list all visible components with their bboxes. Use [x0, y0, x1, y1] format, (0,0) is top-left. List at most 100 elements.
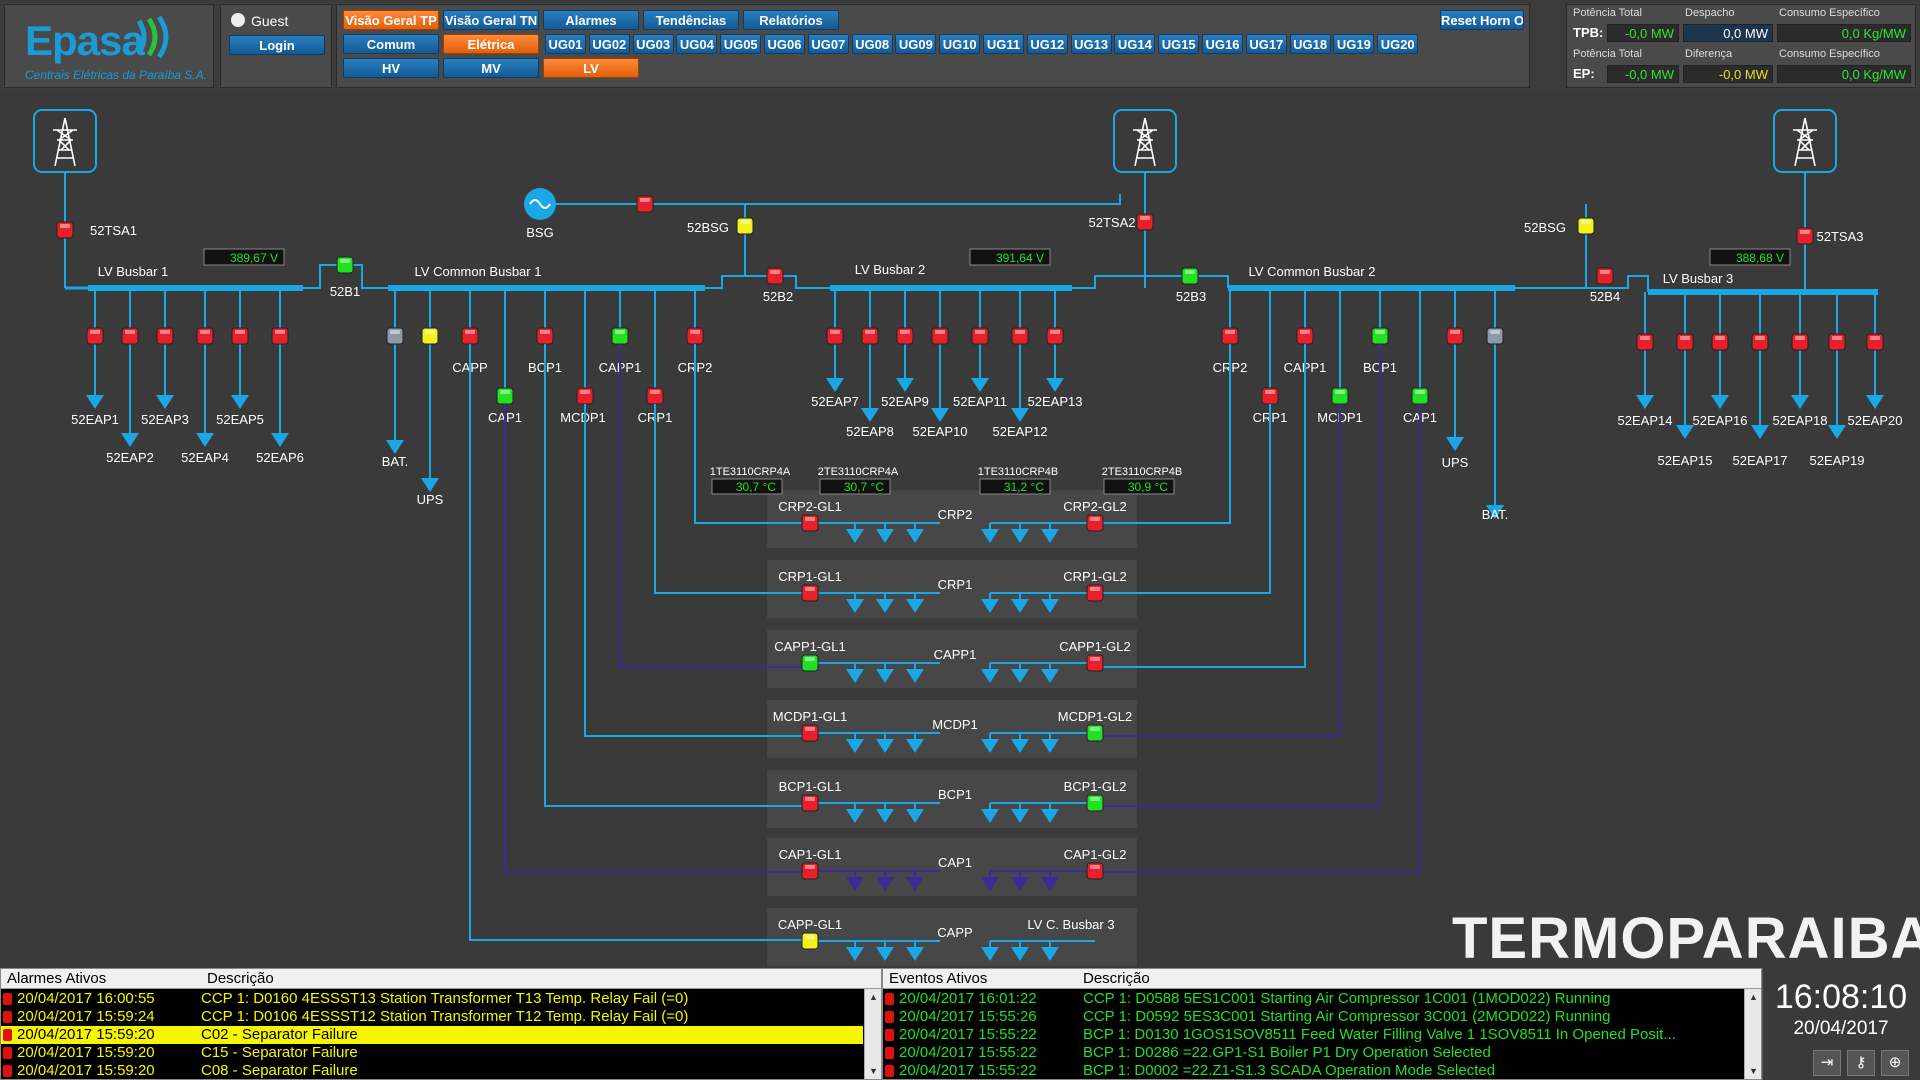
- unit-button-ug01[interactable]: UG01: [545, 34, 586, 54]
- breaker-open[interactable]: [971, 327, 989, 345]
- scroll-down-icon[interactable]: ▼: [869, 1066, 878, 1076]
- breaker-open[interactable]: [826, 327, 844, 345]
- breaker-closed[interactable]: [801, 654, 819, 672]
- unit-button-ug10[interactable]: UG10: [939, 34, 981, 54]
- breaker-open[interactable]: [1828, 333, 1846, 351]
- breaker-open[interactable]: [1596, 267, 1614, 285]
- breaker-open[interactable]: [196, 327, 214, 345]
- breaker-open[interactable]: [1086, 584, 1104, 602]
- breaker-state[interactable]: [386, 327, 404, 345]
- breaker-open[interactable]: [801, 794, 819, 812]
- breaker-state[interactable]: [421, 327, 439, 345]
- breaker-state[interactable]: [736, 217, 754, 235]
- breaker-open[interactable]: [1711, 333, 1729, 351]
- breaker-open[interactable]: [896, 327, 914, 345]
- logout-icon[interactable]: ⇥: [1813, 1050, 1841, 1076]
- nav-tab-2[interactable]: Visão Geral TN: [443, 10, 539, 30]
- breaker-closed[interactable]: [1086, 724, 1104, 742]
- unit-button-ug18[interactable]: UG18: [1289, 34, 1331, 54]
- nav-sub-1[interactable]: Comum: [343, 34, 439, 54]
- breaker-open[interactable]: [931, 327, 949, 345]
- nav-level-2[interactable]: MV: [443, 58, 539, 78]
- key-icon[interactable]: ⚷: [1847, 1050, 1875, 1076]
- breaker-open[interactable]: [801, 862, 819, 880]
- breaker-open[interactable]: [861, 327, 879, 345]
- event-header-desc[interactable]: Descrição: [1083, 970, 1150, 987]
- nav-tab-3[interactable]: Alarmes: [543, 10, 639, 30]
- breaker-open[interactable]: [1046, 327, 1064, 345]
- nav-tab-4[interactable]: Tendências: [643, 10, 739, 30]
- breaker-open[interactable]: [801, 724, 819, 742]
- breaker-open[interactable]: [1676, 333, 1694, 351]
- breaker-open[interactable]: [1866, 333, 1884, 351]
- breaker-open[interactable]: [801, 514, 819, 532]
- reset-horn-button[interactable]: Reset Horn Off: [1440, 10, 1524, 30]
- unit-button-ug20[interactable]: UG20: [1377, 34, 1419, 54]
- scroll-down-icon[interactable]: ▼: [1749, 1066, 1758, 1076]
- unit-button-ug08[interactable]: UG08: [851, 34, 893, 54]
- nav-sub-2[interactable]: Elétrica: [443, 34, 539, 54]
- breaker-closed[interactable]: [1086, 794, 1104, 812]
- breaker-open[interactable]: [1136, 213, 1154, 231]
- breaker-open[interactable]: [766, 267, 784, 285]
- unit-button-ug19[interactable]: UG19: [1333, 34, 1375, 54]
- unit-button-ug02[interactable]: UG02: [588, 34, 630, 54]
- nav-level-3[interactable]: LV: [543, 58, 639, 78]
- breaker-open[interactable]: [156, 327, 174, 345]
- breaker-open[interactable]: [1086, 654, 1104, 672]
- alarm-scrollbar[interactable]: ▲▼: [864, 989, 881, 1079]
- breaker-open[interactable]: [636, 195, 654, 213]
- breaker-open[interactable]: [1791, 333, 1809, 351]
- breaker-closed[interactable]: [336, 256, 354, 274]
- globe-icon[interactable]: ⊕: [1881, 1050, 1909, 1076]
- breaker-state[interactable]: [801, 932, 819, 950]
- breaker-state[interactable]: [1577, 217, 1595, 235]
- breaker-open[interactable]: [1011, 327, 1029, 345]
- unit-button-ug16[interactable]: UG16: [1202, 34, 1243, 54]
- unit-button-ug04[interactable]: UG04: [676, 34, 718, 54]
- breaker-open[interactable]: [86, 327, 104, 345]
- unit-button-ug15[interactable]: UG15: [1158, 34, 1200, 54]
- event-header-active[interactable]: Eventos Ativos: [889, 970, 988, 987]
- unit-button-ug06[interactable]: UG06: [764, 34, 805, 54]
- alarm-header-active[interactable]: Alarmes Ativos: [7, 970, 107, 987]
- unit-button-ug13[interactable]: UG13: [1070, 34, 1112, 54]
- breaker-open[interactable]: [801, 584, 819, 602]
- despacho-value[interactable]: 0,0 MW: [1683, 24, 1773, 42]
- unit-button-ug14[interactable]: UG14: [1114, 34, 1156, 54]
- nav-tab-1[interactable]: Visão Geral TP: [343, 10, 439, 30]
- scroll-up-icon[interactable]: ▲: [1749, 992, 1758, 1002]
- login-button[interactable]: Login: [229, 35, 325, 55]
- scroll-up-icon[interactable]: ▲: [869, 992, 878, 1002]
- alarm-header-desc[interactable]: Descrição: [207, 970, 274, 987]
- nav-level-1[interactable]: HV: [343, 58, 439, 78]
- unit-button-ug03[interactable]: UG03: [632, 34, 674, 54]
- nav-tab-5[interactable]: Relatórios: [743, 10, 839, 30]
- breaker-open[interactable]: [1636, 333, 1654, 351]
- unit-button-ug11[interactable]: UG11: [983, 34, 1024, 54]
- breaker-open[interactable]: [1086, 514, 1104, 532]
- breaker-open[interactable]: [1796, 227, 1814, 245]
- event-scrollbar[interactable]: ▲▼: [1744, 989, 1761, 1079]
- breaker-closed[interactable]: [1181, 267, 1199, 285]
- breaker-open[interactable]: [271, 327, 289, 345]
- unit-button-ug07[interactable]: UG07: [807, 34, 849, 54]
- breaker-open[interactable]: [1751, 333, 1769, 351]
- breaker-open[interactable]: [1086, 862, 1104, 880]
- unit-button-ug09[interactable]: UG09: [895, 34, 937, 54]
- breaker-state[interactable]: [1486, 327, 1504, 345]
- breaker-open[interactable]: [231, 327, 249, 345]
- breaker-open[interactable]: [1446, 327, 1464, 345]
- breaker-open[interactable]: [121, 327, 139, 345]
- unit-button-ug05[interactable]: UG05: [720, 34, 762, 54]
